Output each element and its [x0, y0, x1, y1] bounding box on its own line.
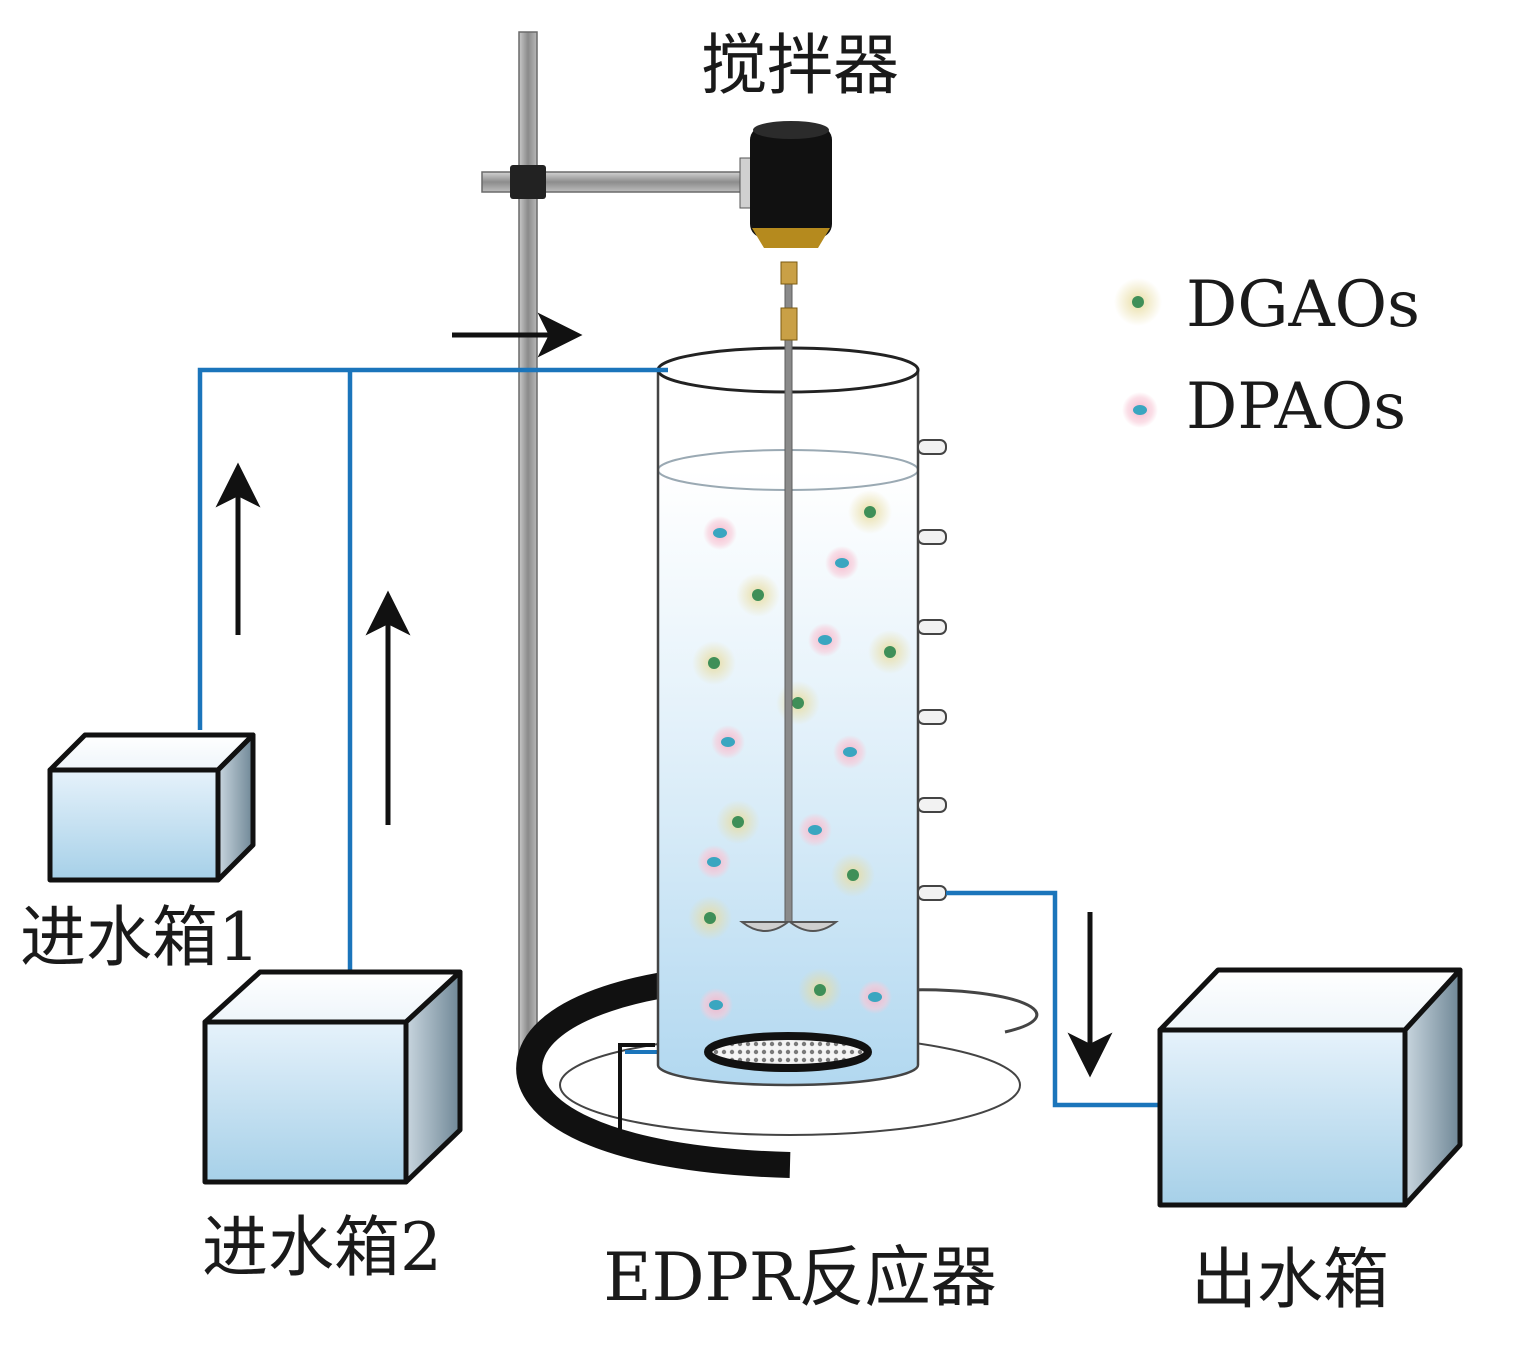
dgaos-particle-core: [847, 869, 859, 881]
label-reactor: EDPR反应器: [603, 1239, 996, 1316]
stirrer-shaft: [784, 261, 793, 923]
shaft-coupling-lower: [780, 307, 798, 341]
edpr-reactor: [656, 261, 947, 1087]
label-outlet-tank: 出水箱: [1191, 1241, 1389, 1318]
pipes: [197, 367, 1160, 1108]
dpaos-particle-core: [721, 737, 735, 747]
reactor-bottom-rim: [656, 1064, 920, 1087]
sampling-port: [917, 797, 947, 813]
dpaos-particle-core: [843, 747, 857, 757]
dpaos-particle-core: [835, 558, 849, 568]
motor-body: [750, 126, 832, 238]
motor-chuck: [752, 228, 830, 248]
aeration-diffuser: [704, 1032, 872, 1072]
label-inlet-tank-1: 进水箱1: [20, 899, 260, 976]
dpaos-particle-core: [808, 825, 822, 835]
tank-front: [47, 767, 221, 883]
dpaos-particle-core: [713, 528, 727, 538]
tank-front: [1157, 1027, 1408, 1208]
sampling-port: [917, 619, 947, 635]
legend: DGAOs DPAOs: [1114, 268, 1420, 444]
inlet-tank-2: [202, 969, 463, 1185]
inlet-tank-1: [47, 732, 256, 883]
impeller-blade: [787, 921, 839, 932]
motor-cap: [753, 121, 829, 139]
sampling-port: [917, 885, 947, 901]
tank-front: [202, 1019, 409, 1185]
legend-label-dgaos: DGAOs: [1186, 268, 1420, 342]
stand-clamp: [510, 165, 546, 199]
microorganism-particles: [688, 490, 912, 1022]
bottom-inlet-pipe: [618, 1043, 655, 1140]
outlet-tank: [1157, 967, 1463, 1208]
label-inlet-tank-2: 进水箱2: [202, 1209, 442, 1286]
inlet-pipe-1: [197, 367, 668, 730]
dgaos-particle-core: [732, 816, 744, 828]
dgaos-particle-core: [814, 984, 826, 996]
dgaos-particle-core: [792, 697, 804, 709]
dgaos-particle-core: [708, 657, 720, 669]
dgaos-marker-core: [1132, 296, 1144, 308]
flow-arrows: [215, 312, 1113, 1078]
sampling-port: [917, 529, 947, 545]
stirrer-motor: [739, 121, 832, 341]
dgaos-particle-core: [864, 506, 876, 518]
dpaos-marker-core: [1133, 405, 1147, 415]
dpaos-particle-core: [707, 857, 721, 867]
legend-item-dpaos: DPAOs: [1122, 370, 1406, 444]
dgaos-particle-core: [884, 646, 896, 658]
label-stirrer: 搅拌器: [701, 27, 899, 104]
sampling-ports: [917, 439, 947, 901]
dpaos-particle-core: [818, 635, 832, 645]
outlet-pipe: [946, 890, 1160, 1108]
sampling-port: [917, 709, 947, 725]
dpaos-particle-core: [868, 992, 882, 1002]
stirrer-impeller: [739, 921, 839, 932]
legend-label-dpaos: DPAOs: [1186, 370, 1406, 444]
dgaos-particle-core: [752, 589, 764, 601]
dgaos-particle-core: [704, 912, 716, 924]
impeller-blade: [739, 921, 791, 932]
dpaos-particle-core: [709, 1000, 723, 1010]
base-plate-rim: [904, 988, 1039, 1034]
sampling-port: [917, 439, 947, 455]
shaft-coupling-upper: [780, 261, 798, 285]
legend-item-dgaos: DGAOs: [1114, 268, 1420, 342]
